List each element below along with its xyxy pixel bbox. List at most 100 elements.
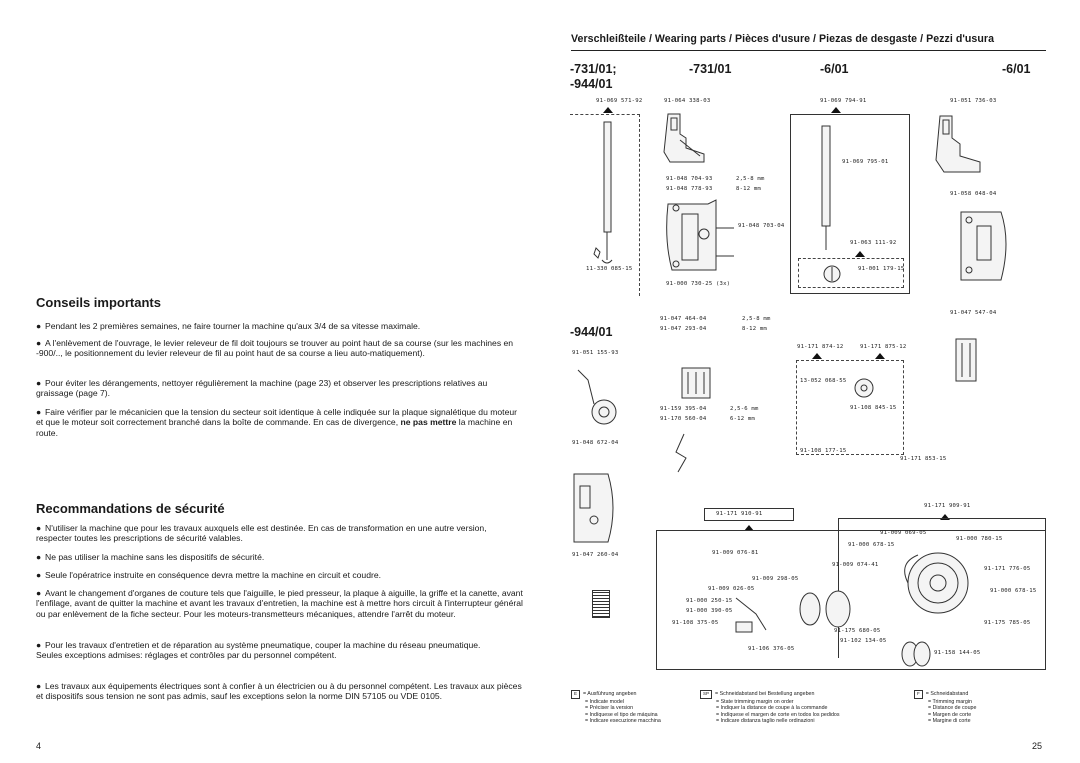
part-number: 91-058 048-04 <box>950 191 997 197</box>
part-number: 91-048 703-04 <box>738 223 785 229</box>
feed-dog-icon <box>592 590 610 618</box>
part-number: 91-000 730-25 (3x) <box>666 281 731 287</box>
part-number: 91-171 875-12 <box>860 344 907 350</box>
part-number: 91-158 144-05 <box>934 650 981 656</box>
part-size: 6-12 mm <box>730 416 755 422</box>
page-number-left: 4 <box>36 741 42 751</box>
model-heading-2: -731/01 <box>689 62 732 76</box>
part-number: 91-159 395-04 <box>660 406 707 412</box>
arrow-marker-icon <box>855 251 865 257</box>
part-number: 91-000 390-05 <box>686 608 733 614</box>
feed-dog-frame <box>796 360 904 455</box>
needle-icon <box>821 125 831 250</box>
latch-icon <box>735 597 767 633</box>
screw-group-frame <box>798 258 904 288</box>
part-size: 2,5-6 mm <box>730 406 759 412</box>
list-item: ●Seule l'opératrice instruite en conséqu… <box>36 570 382 580</box>
needle-icon <box>593 121 613 264</box>
part-number: 91-000 250-15 <box>686 598 733 604</box>
bullet-icon: ● <box>36 570 42 580</box>
model-heading-1-sub: -944/01 <box>570 77 613 91</box>
part-number: 91-170 560-04 <box>660 416 707 422</box>
part-number: 91-000 678-15 <box>990 588 1037 594</box>
part-number: 91-048 778-93 <box>666 186 713 192</box>
arrow-marker-icon <box>603 107 613 113</box>
list-item: ●N'utiliser la machine que pour les trav… <box>36 523 487 544</box>
part-number: 91-009 074-41 <box>832 562 879 568</box>
bullet-icon: ● <box>36 552 42 562</box>
arrow-marker-icon <box>812 353 822 359</box>
part-number: 13-052 068-55 <box>800 378 847 384</box>
bullet-icon: ● <box>36 338 42 348</box>
part-size: 8-12 mm <box>742 326 767 332</box>
legend-column: SP= Schneidabstand bei Bestellung angebe… <box>700 690 890 725</box>
needle-part-box <box>790 114 910 294</box>
hook-assembly-frame <box>838 518 1046 658</box>
throat-plate-icon <box>960 211 1007 281</box>
part-size: 2,5-8 mm <box>736 176 765 182</box>
part-number: 91-048 704-93 <box>666 176 713 182</box>
legend-box-icon: E <box>571 690 581 699</box>
part-number: 91-171 909-91 <box>924 503 971 509</box>
part-number: 91-102 134-05 <box>840 638 887 644</box>
part-number: 91-069 794-91 <box>820 98 867 104</box>
hook-part-icon <box>577 369 617 425</box>
part-size: 8-12 mm <box>736 186 761 192</box>
arrow-marker-icon <box>744 525 754 531</box>
bullet-icon: ● <box>36 588 42 598</box>
throat-plate-icon <box>573 473 614 543</box>
bobbin-icon <box>901 641 931 667</box>
part-number: 91-009 076-81 <box>712 550 759 556</box>
part-number: 91-047 260-04 <box>572 552 619 558</box>
model-heading-4: -6/01 <box>1002 62 1031 76</box>
part-number: 91-001 179-15 <box>858 266 905 272</box>
part-number: 11-330 085-15 <box>586 266 633 272</box>
arrow-marker-icon <box>940 514 950 520</box>
model-heading-1: -731/01; <box>570 62 617 76</box>
screw-icon <box>823 265 841 283</box>
part-number: 91-069 795-01 <box>842 159 889 165</box>
rotary-hook-icon <box>904 552 969 614</box>
part-number: 91-175 785-05 <box>984 620 1031 626</box>
throat-plate-icon <box>666 199 734 271</box>
part-number: 91-047 293-04 <box>660 326 707 332</box>
part-number: 91-171 874-12 <box>797 344 844 350</box>
part-number: 91-048 672-04 <box>572 440 619 446</box>
section-title-conseils: Conseils importants <box>36 295 161 310</box>
part-number: 91-171 853-15 <box>900 456 947 462</box>
part-number: 91-047 547-04 <box>950 310 997 316</box>
feed-dog-icon <box>955 338 977 382</box>
part-number: 91-108 845-15 <box>850 405 897 411</box>
part-number: 91-051 736-03 <box>950 98 997 104</box>
legend-box-icon: F <box>914 690 923 699</box>
model-heading-3: -6/01 <box>820 62 849 76</box>
feed-dog-icon <box>681 367 711 399</box>
part-number: 91-000 780-15 <box>956 536 1003 542</box>
bullet-icon: ● <box>36 378 42 388</box>
part-box <box>704 508 794 521</box>
bullet-icon: ● <box>36 321 42 331</box>
part-number: 91-009 069-05 <box>880 530 927 536</box>
legend-column: E= Ausführung angeben = Indicate model =… <box>571 690 681 725</box>
part-number: 91-108 177-15 <box>800 448 847 454</box>
part-number: 91-051 155-93 <box>572 350 619 356</box>
part-number: 91-000 678-15 <box>848 542 895 548</box>
part-number: 91-064 338-03 <box>664 98 711 104</box>
title-divider <box>571 50 1046 51</box>
model-heading-944: -944/01 <box>570 325 613 339</box>
legend-box-icon: SP <box>700 690 713 699</box>
page-number-right: 25 <box>1032 741 1043 751</box>
needle-frame <box>570 114 640 296</box>
legend-column: F= Schneidabstand = Trimming margin = Di… <box>914 690 1034 725</box>
list-item: ●Ne pas utiliser la machine sans les dis… <box>36 552 265 562</box>
page-title: Verschleißteile / Wearing parts / Pièces… <box>571 33 995 45</box>
presser-foot-icon <box>663 113 705 163</box>
part-number: 91-063 111-92 <box>850 240 897 246</box>
list-item: ●Pendant les 2 premières semaines, ne fa… <box>36 321 421 331</box>
arrow-marker-icon <box>875 353 885 359</box>
part-number: 91-175 680-05 <box>834 628 881 634</box>
part-number: 91-108 375-05 <box>672 620 719 626</box>
bullet-icon: ● <box>36 523 42 533</box>
presser-foot-icon <box>935 115 981 173</box>
bullet-icon: ● <box>36 640 42 650</box>
